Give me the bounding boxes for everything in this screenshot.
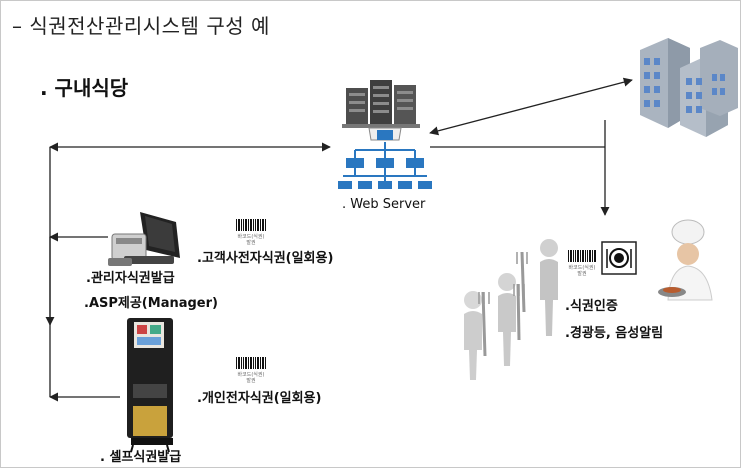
barcode-ticket-icon: 바코드(식권) 발권: [236, 219, 266, 246]
section-subtitle: . 구내식당: [40, 76, 129, 100]
meal-plate-icon: [601, 241, 637, 275]
network-icon: [338, 127, 432, 189]
personal-ticket-label: .개인전자식권(일회용): [197, 391, 322, 406]
guest-ticket-label: .고객사전자식권(일회용): [197, 251, 334, 266]
svg-text:발권: 발권: [246, 377, 256, 384]
connector-server-building: [429, 77, 633, 136]
alert-label: .경광등, 음성알림: [565, 326, 664, 341]
svg-text:바코드(식권): 바코드(식권): [238, 233, 265, 240]
people-with-forks-icon: [464, 239, 558, 380]
ticket-auth-label: .식권인증: [565, 299, 618, 314]
server-rack-icon: [342, 80, 420, 128]
svg-text:바코드(식권): 바코드(식권): [238, 371, 265, 378]
svg-text:바코드(식권): 바코드(식권): [569, 264, 596, 271]
kiosk-icon: [127, 318, 173, 453]
connector-lines: [45, 77, 633, 402]
admin-issue-label: .관리자식권발급: [86, 271, 175, 286]
chef-icon: [658, 219, 713, 301]
barcode-ticket-icon: 바코드(식권) 발권: [568, 250, 596, 277]
svg-text:발권: 발권: [246, 239, 256, 246]
svg-text:발권: 발권: [577, 270, 587, 277]
page-title: – 식권전산관리시스템 구성 예: [12, 14, 270, 38]
building-icon: [640, 38, 738, 137]
pos-terminal-icon: [108, 212, 180, 266]
barcode-ticket-icon: 바코드(식권) 발권: [236, 357, 266, 384]
web-server-label: . Web Server: [342, 197, 426, 212]
self-issue-label: . 셀프식권발급: [100, 450, 182, 465]
asp-label: .ASP제공(Manager): [84, 296, 218, 311]
